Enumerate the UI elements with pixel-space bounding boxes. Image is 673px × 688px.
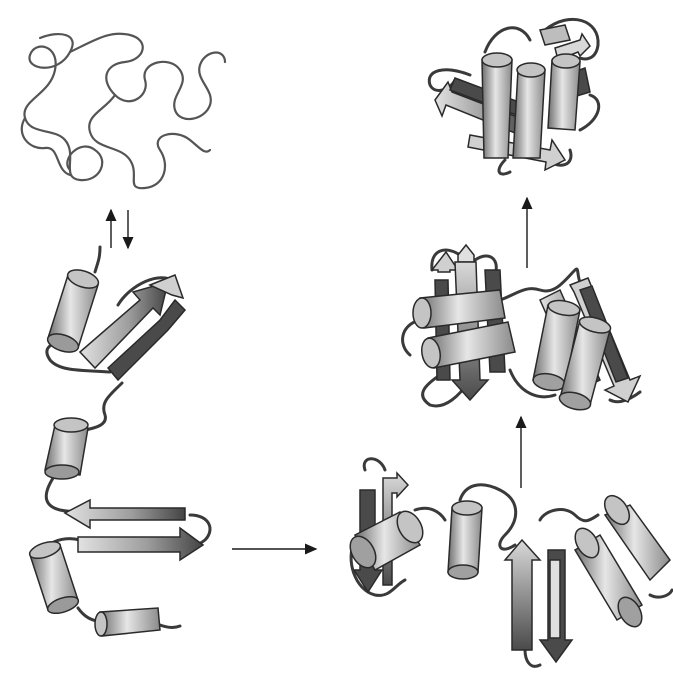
domain-pairing (403, 245, 640, 413)
helix-cylinder (448, 501, 482, 579)
molten-globule (345, 459, 672, 667)
reversible-arrows (111, 210, 128, 248)
helix-cylinder (95, 608, 160, 636)
helix-cylinder (482, 53, 512, 158)
helix-cylinder (45, 418, 88, 479)
helix-cylinder (513, 63, 545, 158)
helix-cylinder (28, 538, 81, 616)
helix-cylinder (540, 25, 570, 45)
helix-cylinder (548, 54, 580, 130)
native-fold (429, 19, 598, 174)
unfolded-random-coil (22, 34, 225, 188)
secondary-elements (28, 247, 210, 636)
beta-strand-pair (65, 500, 203, 560)
